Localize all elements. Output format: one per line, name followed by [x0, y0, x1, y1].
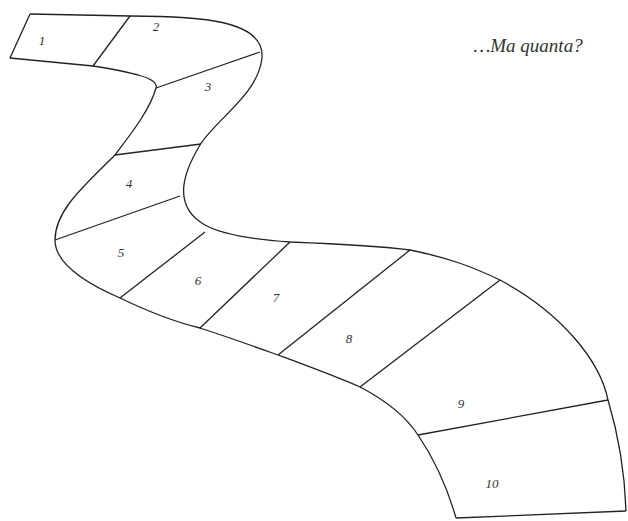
segment-number: 9	[458, 397, 465, 410]
segment-divider	[115, 144, 201, 155]
road-surface	[10, 14, 626, 518]
segment-divider	[360, 280, 500, 387]
road-end-line	[456, 511, 626, 518]
segment-number: 7	[273, 291, 280, 304]
segment-number: 8	[346, 332, 353, 345]
road-inner-edge	[10, 14, 456, 518]
segment-divider	[93, 16, 130, 66]
segment-number: 5	[118, 246, 125, 259]
segment-divider	[120, 232, 205, 298]
segment-divider	[55, 196, 180, 240]
segment-divider	[278, 250, 410, 355]
segment-number: 6	[195, 274, 202, 287]
segment-divider	[418, 400, 608, 435]
segment-number: 1	[39, 34, 46, 47]
segment-number: 2	[153, 20, 160, 33]
segment-number: 4	[126, 177, 133, 190]
segment-number: 10	[486, 477, 499, 490]
segment-number: 3	[205, 80, 212, 93]
segment-divider	[200, 242, 290, 328]
road-outer-edge	[30, 14, 626, 511]
question-caption: …Ma quanta?	[473, 36, 582, 55]
